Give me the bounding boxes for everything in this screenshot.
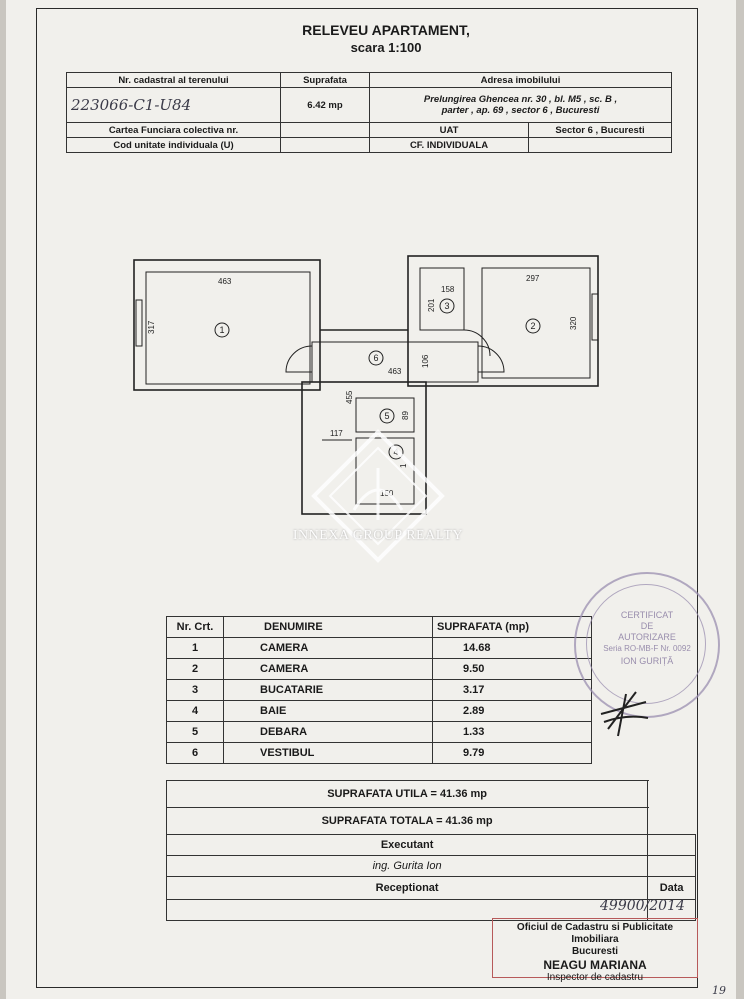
table-row: 4 BAIE 2.89: [166, 700, 592, 722]
dim-297: 297: [526, 274, 540, 283]
dim-463-top: 463: [218, 277, 232, 286]
row-name: VESTIBUL: [223, 742, 433, 764]
dim-320: 320: [569, 316, 578, 330]
dim-89: 89: [401, 411, 410, 420]
receptionat-label: Receptionat: [165, 876, 649, 900]
header-suprafata: SUPRAFATA (mp): [432, 616, 592, 638]
address-line-1: Prelungirea Ghencea nr. 30 , bl. M5 , sc…: [423, 94, 618, 105]
handwritten-number: 49900/2014: [600, 898, 685, 914]
watermark-text: INNEXA GROUP REALTY: [292, 528, 464, 543]
office-line-1: Oficiul de Cadastru si Publicitate Imobi…: [516, 922, 674, 945]
address-line-2: parter , ap. 69 , sector 6 , Bucuresti: [441, 105, 600, 116]
room-number-6: 6: [373, 353, 378, 363]
plan-walls: [133, 255, 599, 515]
dim-317: 317: [147, 320, 156, 334]
room-5-outline: [355, 397, 415, 433]
dim-463-mid: 463: [388, 367, 402, 376]
row-nr: 1: [166, 637, 224, 659]
stamp-line: CERTIFICAT: [620, 610, 674, 620]
cod-unitate-label: Cod unitate individuala (U): [66, 137, 281, 153]
inspector-name: NEAGU MARIANA: [543, 958, 647, 972]
property-info-table: Nr. cadastral al terenului Suprafata Adr…: [66, 72, 672, 153]
row-area: 14.68: [432, 637, 592, 659]
row-name: DEBARA: [223, 721, 433, 743]
room-number-2: 2: [530, 321, 535, 331]
executant-label: Executant: [165, 834, 649, 856]
room-number-5: 5: [384, 411, 389, 421]
cadastral-value: 223066-C1-U84: [71, 96, 192, 114]
row-nr: 4: [166, 700, 224, 722]
stamp-line: DE: [640, 621, 654, 631]
cf-label: CF. INDIVIDUALA: [369, 137, 529, 153]
row-name: CAMERA: [223, 637, 433, 659]
stamp-line: Seria RO-MB-F Nr. 0092: [603, 644, 691, 653]
watermark-logo-icon: [311, 429, 445, 563]
dim-117: 117: [330, 429, 343, 438]
data-label: Data: [647, 876, 696, 900]
header-nr: Nr. Crt.: [166, 616, 224, 638]
room-3-outline: [419, 267, 465, 331]
table-row: 3 BUCATARIE 3.17: [166, 679, 592, 701]
suprafata-utila: SUPRAFATA UTILA = 41.36 mp: [165, 780, 649, 808]
row-area: 9.50: [432, 658, 592, 680]
stamp-line: ION GURIȚĂ: [620, 656, 674, 666]
rooms-table: Nr. Crt. DENUMIRE SUPRAFATA (mp) 1 CAMER…: [166, 616, 592, 764]
signoff-table: SUPRAFATA UTILA = 41.36 mp SUPRAFATA TOT…: [165, 780, 696, 921]
document-title: RELEVEU APARTAMENT,: [302, 22, 470, 38]
office-line-2: Bucuresti: [571, 946, 619, 957]
dim-106: 106: [421, 354, 430, 368]
row-nr: 3: [166, 679, 224, 701]
page-number: 19: [712, 984, 726, 997]
signature-icon: [600, 691, 649, 737]
row-nr: 2: [166, 658, 224, 680]
document-scale: scara 1:100: [350, 40, 422, 55]
inspector-title: Inspector de cadastru: [546, 972, 644, 983]
row-nr: 6: [166, 742, 224, 764]
engineer-name: ing. Gurita Ion: [165, 855, 649, 877]
table-row: 2 CAMERA 9.50: [166, 658, 592, 680]
room-number-3: 3: [444, 301, 449, 311]
cadastre-office-stamp: Oficiul de Cadastru si Publicitate Imobi…: [492, 918, 698, 983]
row-area: 9.79: [432, 742, 592, 764]
stamp-line: AUTORIZARE: [618, 632, 676, 642]
room-6-outline: [311, 341, 479, 383]
dim-1xx: 1: [399, 463, 408, 468]
row-nr: 5: [166, 721, 224, 743]
dim-201: 201: [427, 298, 436, 312]
document-sheet: RELEVEU APARTAMENT, scara 1:100 Nr. cada…: [6, 0, 736, 999]
document-border: [36, 8, 698, 988]
dim-455: 455: [345, 390, 354, 404]
row-area: 1.33: [432, 721, 592, 743]
room-1-outline: [133, 259, 321, 391]
row-name: BAIE: [223, 700, 433, 722]
row-name: BUCATARIE: [223, 679, 433, 701]
suprafata-totala: SUPRAFATA TOTALA = 41.36 mp: [165, 807, 649, 835]
row-area: 3.17: [432, 679, 592, 701]
table-row: 6 VESTIBUL 9.79: [166, 742, 592, 764]
room-number-1: 1: [219, 325, 224, 335]
floor-plan: 463 317 297 320 158 201 106 463 455 89 1…: [133, 255, 599, 563]
table-row: 1 CAMERA 14.68: [166, 637, 592, 659]
lower-block-outline: [301, 381, 427, 515]
dim-158: 158: [441, 285, 455, 294]
table-row: 5 DEBARA 1.33: [166, 721, 592, 743]
header-denumire: DENUMIRE: [223, 616, 433, 638]
row-name: CAMERA: [223, 658, 433, 680]
row-area: 2.89: [432, 700, 592, 722]
